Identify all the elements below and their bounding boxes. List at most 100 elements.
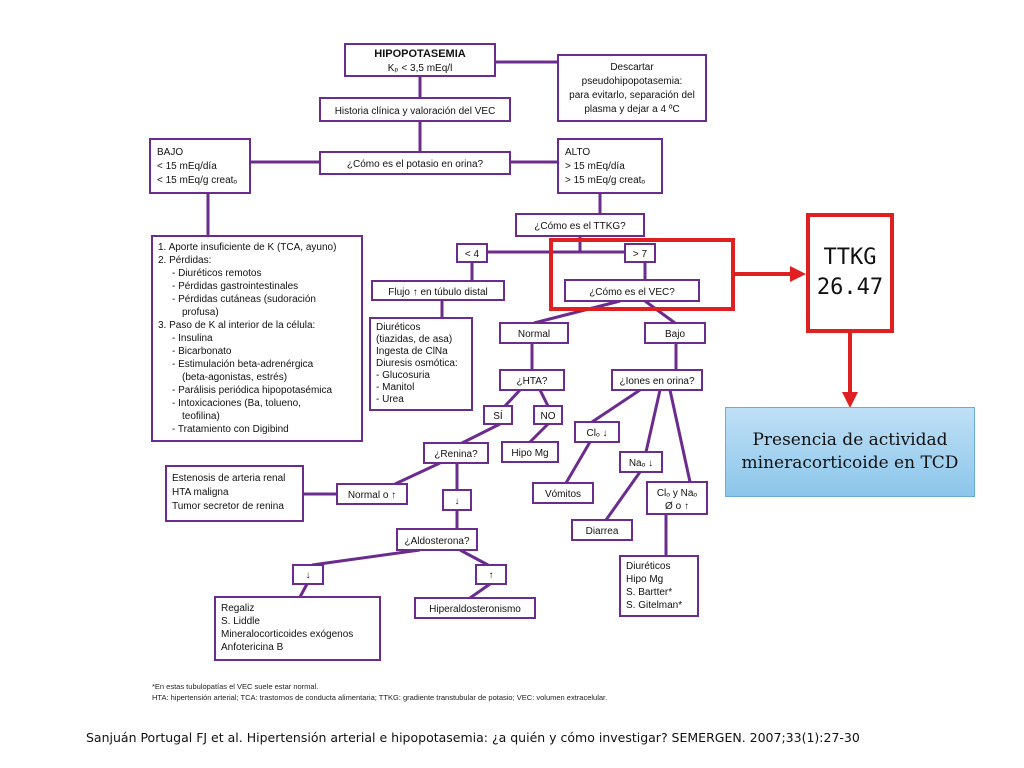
svg-text:para evitarlo, separación del: para evitarlo, separación del	[569, 90, 695, 101]
regaliz-line: S. Liddle	[221, 616, 260, 627]
regaliz-line: Regaliz	[221, 603, 254, 614]
node-diuretics-list: Diuréticos (tiazidas, de asa) Ingesta de…	[369, 317, 473, 411]
svg-text:¿Cómo es el potasio en orina?: ¿Cómo es el potasio en orina?	[347, 159, 484, 170]
node-aldosterona-question: ¿Aldosterona?	[396, 528, 478, 551]
svg-text:pseudohipopotasemia:: pseudohipopotasemia:	[582, 76, 683, 87]
node-estenosis-list: Estenosis de arteria renal HTA maligna T…	[165, 465, 304, 522]
result-text: Presencia de actividad mineracorticoide …	[741, 430, 959, 473]
node-no: NO	[533, 405, 563, 425]
node-na-down: Naₒ ↓	[619, 451, 663, 473]
svg-text:> 15 mEq/g creatₒ: > 15 mEq/g creatₒ	[565, 175, 645, 186]
causes-line: teofilina)	[182, 411, 220, 422]
node-renina-question: ¿Renina?	[423, 442, 489, 464]
node-lt4: < 4	[456, 243, 488, 263]
svg-text:¿Iones en orina?: ¿Iones en orina?	[619, 376, 694, 387]
node-normal: Normal	[499, 322, 569, 344]
node-iones-question: ¿Iones en orina?	[611, 369, 703, 391]
causes-line: 1. Aporte insuficiente de K (TCA, ayuno)	[158, 242, 336, 253]
diuretics-line: - Urea	[376, 394, 404, 405]
diur2-line: Hipo Mg	[626, 574, 663, 585]
causes-line: profusa)	[182, 307, 219, 318]
svg-text:Flujo ↑ en túbulo distal: Flujo ↑ en túbulo distal	[388, 287, 488, 298]
node-gt7: > 7	[624, 243, 656, 263]
svg-text:↓: ↓	[306, 570, 311, 581]
svg-text:Kₚ < 3,5 mEq/l: Kₚ < 3,5 mEq/l	[388, 63, 453, 74]
node-down-renina: ↓	[442, 489, 472, 511]
footnote-2: HTA: hipertensión arterial; TCA: trastor…	[152, 693, 607, 702]
flow-connectors	[206, 60, 692, 600]
svg-text:Descartar: Descartar	[610, 62, 654, 73]
svg-text:¿Renina?: ¿Renina?	[434, 449, 478, 460]
node-flujo: Flujo ↑ en túbulo distal	[371, 280, 505, 301]
causes-line: - Intoxicaciones (Ba, tolueno,	[172, 398, 301, 409]
svg-text:Bajo: Bajo	[665, 329, 685, 340]
causes-line: - Diuréticos remotos	[172, 268, 261, 279]
node-hipomg: Hipo Mg	[501, 441, 559, 463]
node-regaliz-list: Regaliz S. Liddle Mineralocorticoides ex…	[214, 596, 381, 661]
node-bajo-vec: Bajo	[644, 322, 706, 344]
node-si: SÍ	[483, 405, 513, 425]
ttkg-label: TTKG	[823, 245, 877, 271]
svg-text:Ø o ↑: Ø o ↑	[665, 501, 689, 512]
diuretics-line: - Glucosuria	[376, 370, 430, 381]
causes-line: - Parálisis periódica hipopotasémica	[172, 385, 333, 396]
footnote-1: *En estas tubulopatías el VEC suele esta…	[152, 682, 318, 691]
node-hta-question: ¿HTA?	[499, 369, 565, 391]
causes-line: - Estimulación beta-adrenérgica	[172, 359, 314, 370]
causes-line: - Insulina	[172, 333, 213, 344]
diur2-line: S. Bartter*	[626, 587, 672, 598]
annotation-arrows	[735, 266, 858, 408]
node-ttkg-question: ¿Cómo es el TTKG?	[515, 213, 645, 237]
causes-line: - Bicarbonato	[172, 346, 232, 357]
node-clna: Clₒ y Naₒ Ø o ↑	[646, 481, 708, 515]
causes-line: 2. Pérdidas:	[158, 255, 211, 266]
node-diarrea: Diarrea	[571, 519, 633, 541]
diuretics-line: Diuresis osmótica:	[376, 358, 458, 369]
svg-text:Hiperaldosteronismo: Hiperaldosteronismo	[429, 604, 521, 615]
svg-text:BAJO: BAJO	[157, 147, 183, 158]
node-descartar: Descartar pseudohipopotasemia: para evit…	[557, 54, 707, 122]
node-vec-question: ¿Cómo es el VEC?	[564, 279, 700, 302]
result-box: Presencia de actividad mineracorticoide …	[725, 407, 975, 497]
node-up-aldo: ↑	[475, 564, 507, 585]
diuretics-line: Ingesta de ClNa	[376, 346, 448, 357]
svg-text:¿Cómo es el VEC?: ¿Cómo es el VEC?	[589, 287, 675, 298]
regaliz-line: Anfotericina B	[221, 642, 284, 653]
svg-text:< 15 mEq/día: < 15 mEq/día	[157, 161, 217, 172]
svg-text:Normal: Normal	[518, 329, 550, 340]
svg-text:Vómitos: Vómitos	[545, 489, 581, 500]
svg-text:> 15 mEq/día: > 15 mEq/día	[565, 161, 625, 172]
svg-text:Diarrea: Diarrea	[586, 526, 619, 537]
svg-text:¿HTA?: ¿HTA?	[517, 376, 548, 387]
svg-text:Clₒ ↓: Clₒ ↓	[587, 428, 608, 439]
svg-text:Hipo Mg: Hipo Mg	[511, 448, 548, 459]
svg-text:↓: ↓	[455, 496, 460, 507]
svg-text:NO: NO	[541, 411, 556, 422]
node-vomitos: Vómitos	[532, 482, 594, 504]
node-diuretics2-list: Diuréticos Hipo Mg S. Bartter* S. Gitelm…	[619, 555, 699, 617]
svg-text:> 7: > 7	[633, 249, 648, 260]
ttkg-value: 26.47	[816, 275, 884, 300]
estenosis-line: Estenosis de arteria renal	[172, 473, 285, 484]
svg-text:ALTO: ALTO	[565, 147, 590, 158]
regaliz-line: Mineralocorticoides exógenos	[221, 629, 353, 640]
node-causes-list: 1. Aporte insuficiente de K (TCA, ayuno)…	[151, 235, 363, 442]
node-normal-up: Normal o ↑	[336, 483, 408, 505]
node-hipopotasemia: HIPOPOTASEMIA Kₚ < 3,5 mEq/l	[344, 43, 496, 77]
estenosis-line: HTA maligna	[172, 487, 229, 498]
svg-text:Normal o ↑: Normal o ↑	[348, 490, 396, 501]
diuretics-line: - Manitol	[376, 382, 414, 393]
diur2-line: Diuréticos	[626, 561, 670, 572]
svg-text:Naₒ ↓: Naₒ ↓	[629, 458, 653, 469]
svg-text:¿Cómo es el TTKG?: ¿Cómo es el TTKG?	[534, 221, 626, 232]
ttkg-annotation-box: TTKG 26.47	[806, 213, 894, 333]
svg-text:Historia clínica y valoración: Historia clínica y valoración del VEC	[335, 106, 496, 117]
diuretics-line: (tiazidas, de asa)	[376, 334, 452, 345]
svg-text:< 4: < 4	[465, 249, 480, 260]
citation: Sanjuán Portugal FJ et al. Hipertensión …	[86, 730, 860, 745]
node-bajo: BAJO < 15 mEq/día < 15 mEq/g creatₒ	[149, 138, 251, 194]
node-cl-down: Clₒ ↓	[574, 421, 620, 443]
causes-line: - Pérdidas cutáneas (sudoración	[172, 294, 316, 305]
svg-text:HIPOPOTASEMIA: HIPOPOTASEMIA	[374, 48, 466, 60]
causes-line: (beta-agonistas, estrés)	[182, 372, 287, 383]
